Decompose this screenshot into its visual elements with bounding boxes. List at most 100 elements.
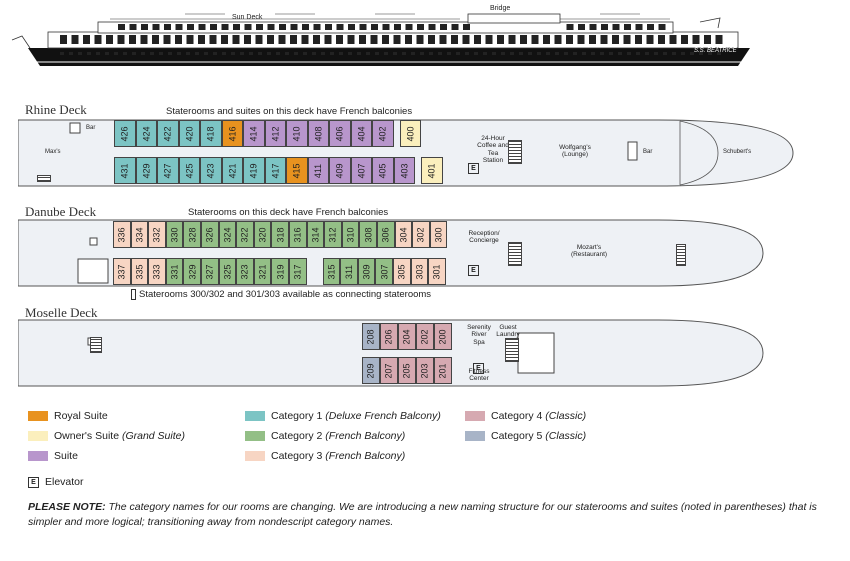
legend-owner: Owner's Suite (Grand Suite): [28, 430, 185, 442]
stateroom-number: 301: [431, 263, 442, 280]
stateroom-402[interactable]: 402: [372, 120, 394, 147]
stateroom-314[interactable]: 314: [306, 221, 325, 248]
stateroom-400[interactable]: 400: [399, 120, 421, 147]
stateroom-409[interactable]: 409: [329, 157, 351, 184]
stateroom-208[interactable]: 208: [362, 323, 380, 350]
stateroom-431[interactable]: 431: [114, 157, 136, 184]
stateroom-415[interactable]: 415: [286, 157, 308, 184]
swatch-royal: [28, 411, 48, 421]
stateroom-321[interactable]: 321: [253, 258, 272, 285]
stateroom-411[interactable]: 411: [307, 157, 329, 184]
stateroom-number: 332: [151, 226, 162, 243]
stateroom-number: 200: [438, 328, 448, 345]
stateroom-318[interactable]: 318: [271, 221, 289, 248]
stateroom-number: 322: [239, 226, 250, 243]
stateroom-325[interactable]: 325: [218, 258, 237, 285]
stateroom-204[interactable]: 204: [398, 323, 416, 350]
stateroom-426[interactable]: 426: [114, 120, 136, 147]
stateroom-307[interactable]: 307: [375, 258, 393, 285]
stateroom-336[interactable]: 336: [113, 221, 131, 248]
stateroom-number: 335: [134, 263, 145, 280]
stateroom-403[interactable]: 403: [393, 157, 415, 184]
stateroom-202[interactable]: 202: [416, 323, 434, 350]
stateroom-406[interactable]: 406: [329, 120, 351, 147]
stateroom-309[interactable]: 309: [357, 258, 376, 285]
ship-windows: [60, 24, 723, 55]
stateroom-305[interactable]: 305: [393, 258, 411, 285]
stateroom-209[interactable]: 209: [362, 357, 380, 384]
stateroom-205[interactable]: 205: [398, 357, 416, 384]
stateroom-323[interactable]: 323: [236, 258, 254, 285]
stateroom-414[interactable]: 414: [243, 120, 265, 147]
stateroom-number: 409: [334, 162, 345, 179]
stateroom-335[interactable]: 335: [130, 258, 149, 285]
stateroom-312[interactable]: 312: [324, 221, 342, 248]
stateroom-304[interactable]: 304: [394, 221, 413, 248]
stateroom-number: 318: [275, 226, 286, 243]
swatch-cat3: [245, 451, 265, 461]
rhine-deck-note: Staterooms and suites on this deck have …: [166, 106, 413, 117]
stateroom-421[interactable]: 421: [221, 157, 243, 184]
stateroom-337[interactable]: 337: [113, 258, 131, 285]
stateroom-206[interactable]: 206: [380, 323, 398, 350]
stateroom-number: 329: [187, 263, 198, 280]
stateroom-417[interactable]: 417: [264, 157, 286, 184]
stateroom-number: 400: [405, 125, 416, 142]
connecting-icon: [131, 289, 136, 300]
stateroom-329[interactable]: 329: [183, 258, 201, 285]
stateroom-number: 419: [248, 162, 259, 179]
stateroom-200[interactable]: 200: [434, 323, 452, 350]
stateroom-308[interactable]: 308: [359, 221, 377, 248]
stateroom-333[interactable]: 333: [148, 258, 166, 285]
stateroom-332[interactable]: 332: [148, 221, 166, 248]
stateroom-330[interactable]: 330: [165, 221, 184, 248]
stateroom-422[interactable]: 422: [157, 120, 179, 147]
stateroom-419[interactable]: 419: [243, 157, 265, 184]
stateroom-322[interactable]: 322: [236, 221, 254, 248]
stateroom-412[interactable]: 412: [264, 120, 286, 147]
stateroom-423[interactable]: 423: [200, 157, 222, 184]
stateroom-number: 306: [380, 226, 391, 243]
stateroom-306[interactable]: 306: [377, 221, 395, 248]
stateroom-number: 336: [116, 226, 127, 243]
stateroom-302[interactable]: 302: [412, 221, 430, 248]
stateroom-number: 202: [420, 328, 430, 345]
stateroom-315[interactable]: 315: [322, 258, 341, 285]
moselle-elevator: E: [473, 357, 484, 375]
stateroom-317[interactable]: 317: [289, 258, 307, 285]
stateroom-326[interactable]: 326: [201, 221, 219, 248]
stateroom-319[interactable]: 319: [271, 258, 289, 285]
stateroom-334[interactable]: 334: [130, 221, 149, 248]
stateroom-404[interactable]: 404: [350, 120, 372, 147]
stateroom-201[interactable]: 201: [434, 357, 452, 384]
stateroom-420[interactable]: 420: [178, 120, 200, 147]
stateroom-203[interactable]: 203: [416, 357, 434, 384]
stateroom-number: 431: [119, 162, 130, 179]
stateroom-401[interactable]: 401: [421, 157, 443, 184]
stateroom-407[interactable]: 407: [350, 157, 372, 184]
stateroom-429[interactable]: 429: [135, 157, 157, 184]
stateroom-311[interactable]: 311: [340, 258, 358, 285]
stateroom-320[interactable]: 320: [253, 221, 272, 248]
stateroom-416[interactable]: 416: [221, 120, 243, 147]
stateroom-331[interactable]: 331: [165, 258, 184, 285]
stateroom-310[interactable]: 310: [341, 221, 360, 248]
stateroom-408[interactable]: 408: [307, 120, 329, 147]
moselle-spa-label: Serenity River Spa: [467, 324, 491, 346]
stateroom-303[interactable]: 303: [410, 258, 429, 285]
stateroom-425[interactable]: 425: [178, 157, 200, 184]
stateroom-424[interactable]: 424: [135, 120, 157, 147]
danube-deck-note: Staterooms on this deck have French balc…: [188, 207, 389, 218]
stateroom-405[interactable]: 405: [372, 157, 394, 184]
stateroom-418[interactable]: 418: [200, 120, 222, 147]
stateroom-427[interactable]: 427: [157, 157, 179, 184]
stateroom-410[interactable]: 410: [286, 120, 308, 147]
stateroom-316[interactable]: 316: [289, 221, 307, 248]
stateroom-328[interactable]: 328: [183, 221, 201, 248]
stateroom-207[interactable]: 207: [380, 357, 398, 384]
stateroom-301[interactable]: 301: [428, 258, 446, 285]
stateroom-number: 401: [426, 162, 437, 179]
stateroom-300[interactable]: 300: [429, 221, 448, 248]
stateroom-324[interactable]: 324: [218, 221, 237, 248]
stateroom-327[interactable]: 327: [201, 258, 219, 285]
